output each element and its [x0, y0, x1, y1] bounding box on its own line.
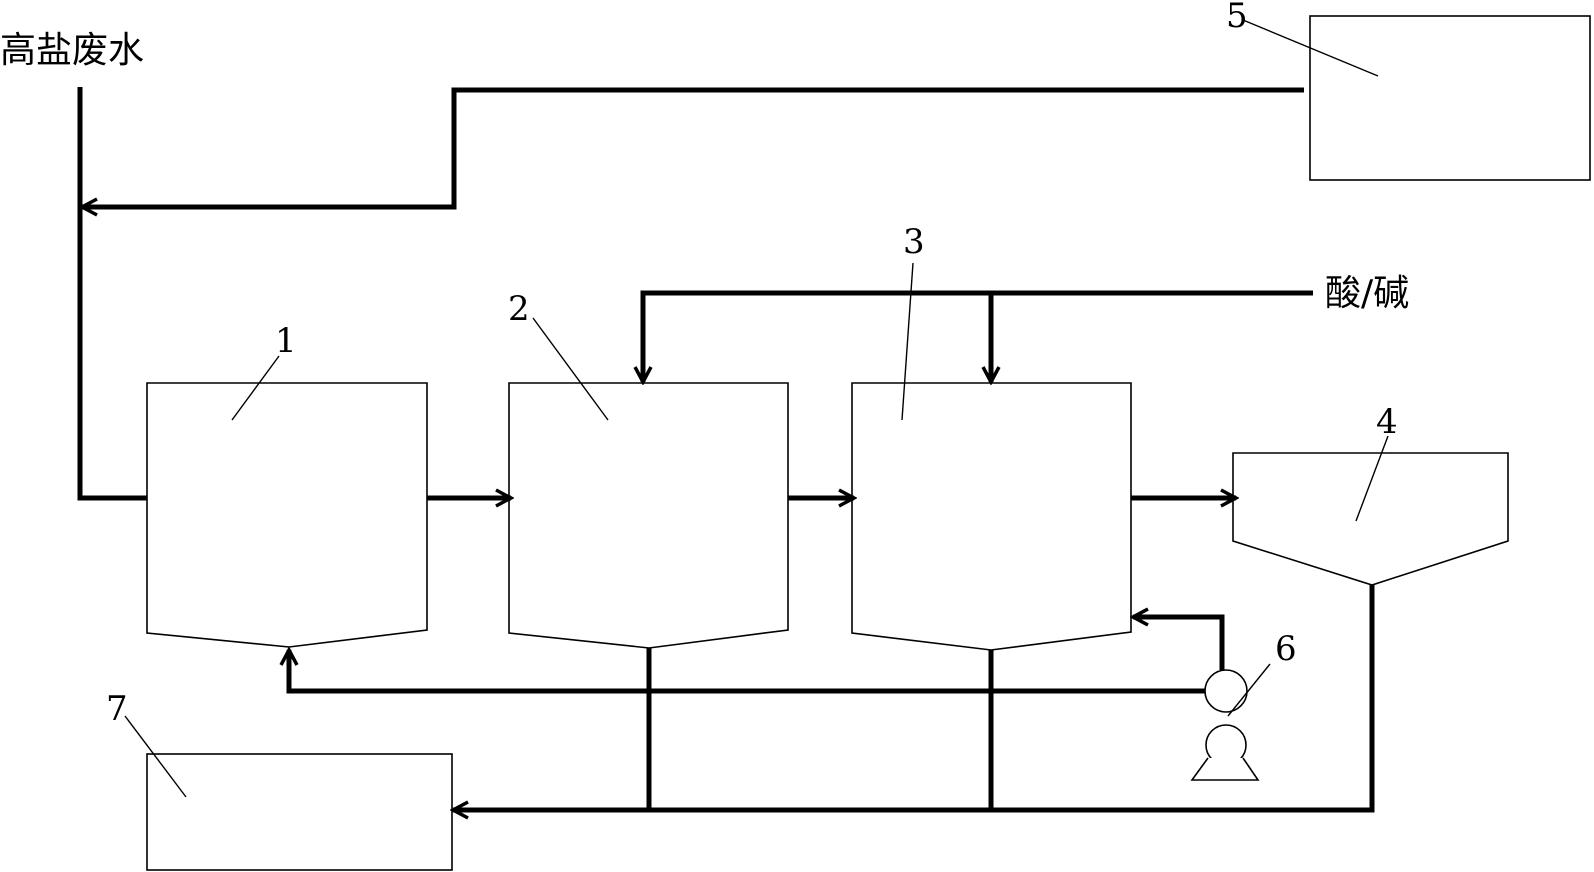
- sludge-header: [453, 585, 1375, 810]
- leader-1: [231, 355, 280, 421]
- leader-4: [1355, 435, 1389, 522]
- pump-6: [1190, 669, 1260, 781]
- leader-5: [1242, 19, 1379, 77]
- leader-6: [1227, 663, 1271, 717]
- leader-3: [901, 262, 914, 421]
- leader-7: [124, 715, 187, 798]
- acid-base-label: 酸/碱: [1325, 273, 1409, 314]
- tank-1: [146, 382, 428, 648]
- settler-4: [1232, 452, 1509, 586]
- unit-3-label: 3: [903, 222, 925, 262]
- unit-7-box: [146, 753, 453, 871]
- pump-recycle-to-tank-1: [289, 650, 1205, 694]
- unit-4-label: 4: [1376, 402, 1398, 442]
- inlet-line: [77, 87, 147, 501]
- unit-7-label: 7: [106, 689, 128, 729]
- unit-2-label: 2: [508, 289, 530, 329]
- acid-base-header: [643, 290, 1313, 382]
- unit-1-label: 1: [275, 321, 297, 361]
- tank-2: [508, 382, 789, 649]
- leader-2: [532, 317, 609, 421]
- unit-5-box: [1309, 15, 1591, 181]
- unit-5-label: 5: [1226, 0, 1248, 36]
- inlet-label: 高盐废水: [0, 30, 144, 71]
- unit-6-label: 6: [1275, 629, 1297, 669]
- tank-3: [851, 382, 1132, 651]
- return-line-from-5: [82, 87, 1304, 207]
- pump-discharge-to-tank-3: [1133, 617, 1225, 670]
